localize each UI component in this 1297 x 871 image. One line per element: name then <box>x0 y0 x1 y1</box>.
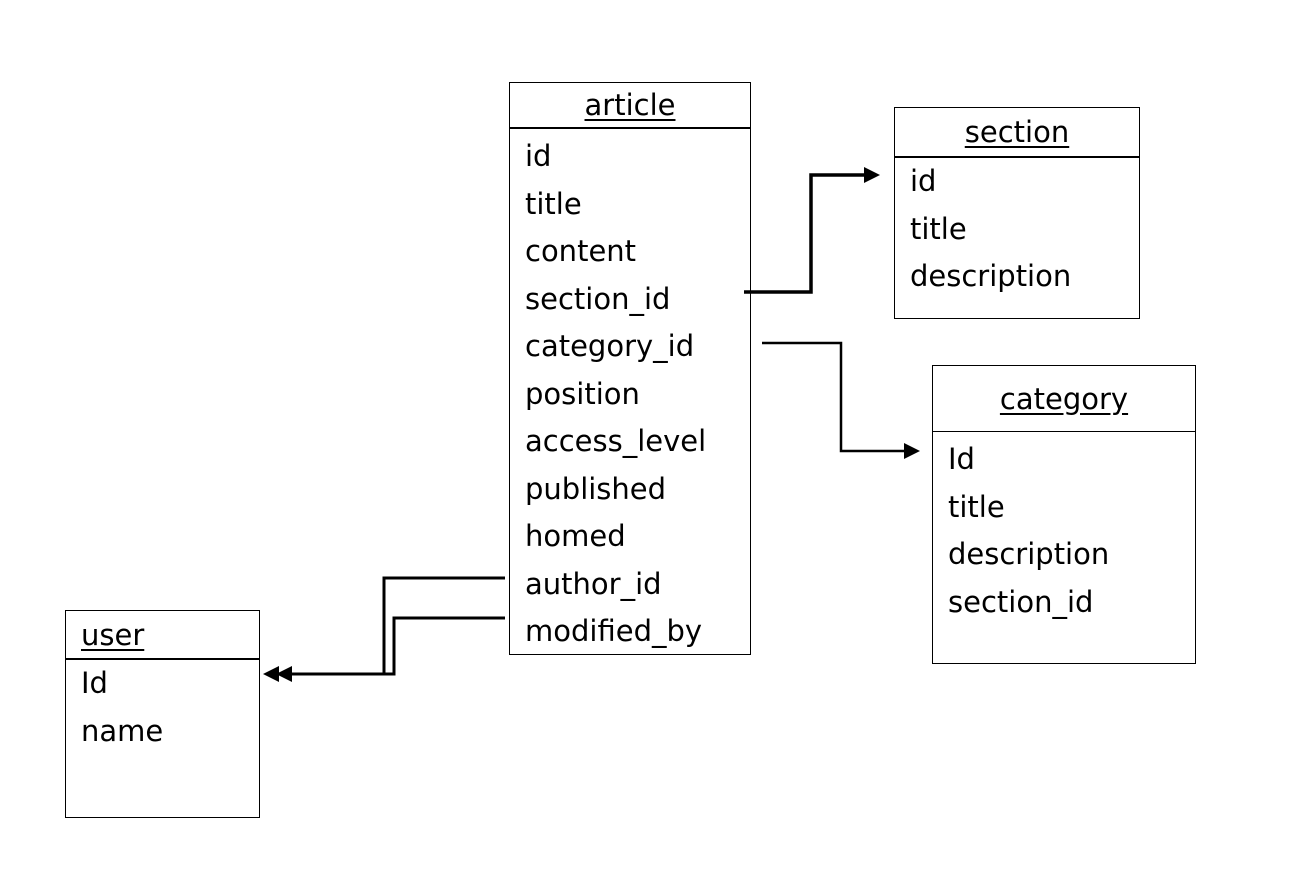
connector-author-id-to-user <box>276 576 505 682</box>
connector-category-id-to-category <box>762 341 920 459</box>
article-field-published: published <box>525 471 667 506</box>
article-field-title: title <box>525 186 582 221</box>
category-field-list: Id title description section_id <box>933 432 1195 626</box>
connector-modified-by-to-user <box>263 616 505 682</box>
user-title: user <box>81 617 145 652</box>
article-field-homed: homed <box>525 519 626 553</box>
user-header: user <box>66 611 259 660</box>
section-field-title: title <box>910 211 967 246</box>
arrow-head-icon <box>864 167 880 183</box>
category-field-description: description <box>948 537 1110 571</box>
category-field-title: title <box>948 489 1005 524</box>
article-field-id: id <box>525 139 552 173</box>
arrow-head-icon <box>276 666 292 682</box>
section-title: section <box>964 115 1070 149</box>
section-entity: section id title description <box>894 107 1140 319</box>
article-field-category-id: category_id <box>525 329 695 363</box>
user-field-id: Id <box>81 666 108 700</box>
category-entity: category Id title description section_id <box>932 365 1196 664</box>
arrow-head-icon <box>263 666 279 682</box>
section-field-description: description <box>910 259 1072 293</box>
user-entity: user Id name <box>65 610 260 818</box>
connector-section-id-to-section <box>744 167 880 294</box>
section-field-list: id title description <box>895 158 1139 301</box>
section-field-id: id <box>910 164 937 198</box>
user-field-list: Id name <box>66 660 259 755</box>
article-field-list: id title content section_id category_id … <box>510 129 750 656</box>
arrow-head-icon <box>904 443 920 459</box>
article-field-content: content <box>525 234 637 268</box>
category-field-id: Id <box>948 442 975 476</box>
section-header: section <box>895 108 1139 158</box>
user-field-name: name <box>81 713 164 748</box>
article-field-author-id: author_id <box>525 566 662 601</box>
category-header: category <box>933 366 1195 432</box>
article-field-modified-by: modified_by <box>525 614 703 648</box>
article-field-section-id: section_id <box>525 281 671 316</box>
category-field-section-id: section_id <box>948 584 1094 619</box>
category-title: category <box>999 381 1129 416</box>
article-field-access-level: access_level <box>525 424 707 458</box>
article-title: article <box>584 88 676 122</box>
article-field-position: position <box>525 376 640 411</box>
article-entity: article id title content section_id cate… <box>509 82 751 655</box>
article-header: article <box>510 83 750 129</box>
